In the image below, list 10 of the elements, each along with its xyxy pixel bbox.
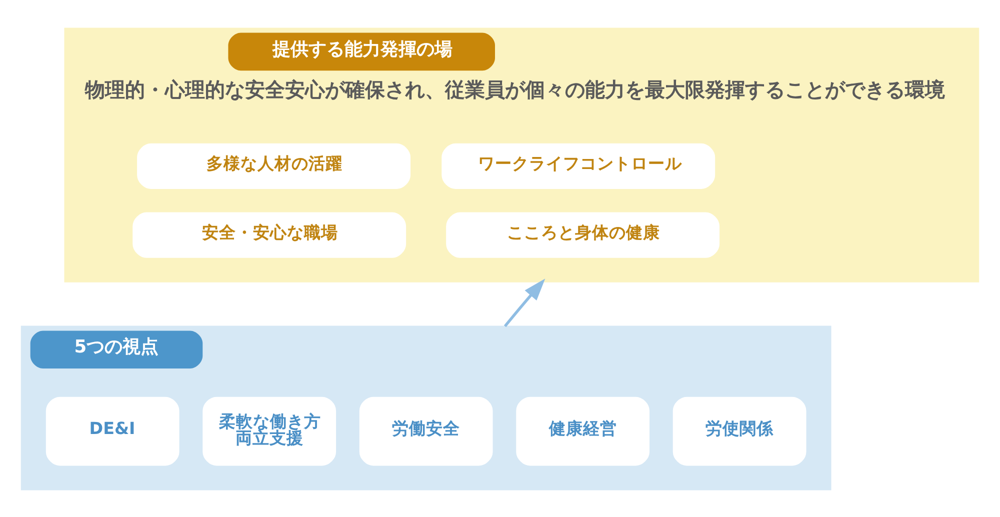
node-box: DE&I [46,396,180,466]
node-box: 健康経営 [516,396,650,466]
node-box: 安全・安心な職場 [132,212,406,258]
node-box: ワークライフコントロール [442,142,716,188]
node-box: 労使関係 [672,396,806,466]
arrow [504,278,546,327]
node-box: こころと身体の健康 [446,212,720,258]
node-box: 労働安全 [359,396,493,466]
node-box: 柔軟な働き方両立支援 [202,396,336,466]
node-box: 多様な人材の活躍 [137,142,411,188]
